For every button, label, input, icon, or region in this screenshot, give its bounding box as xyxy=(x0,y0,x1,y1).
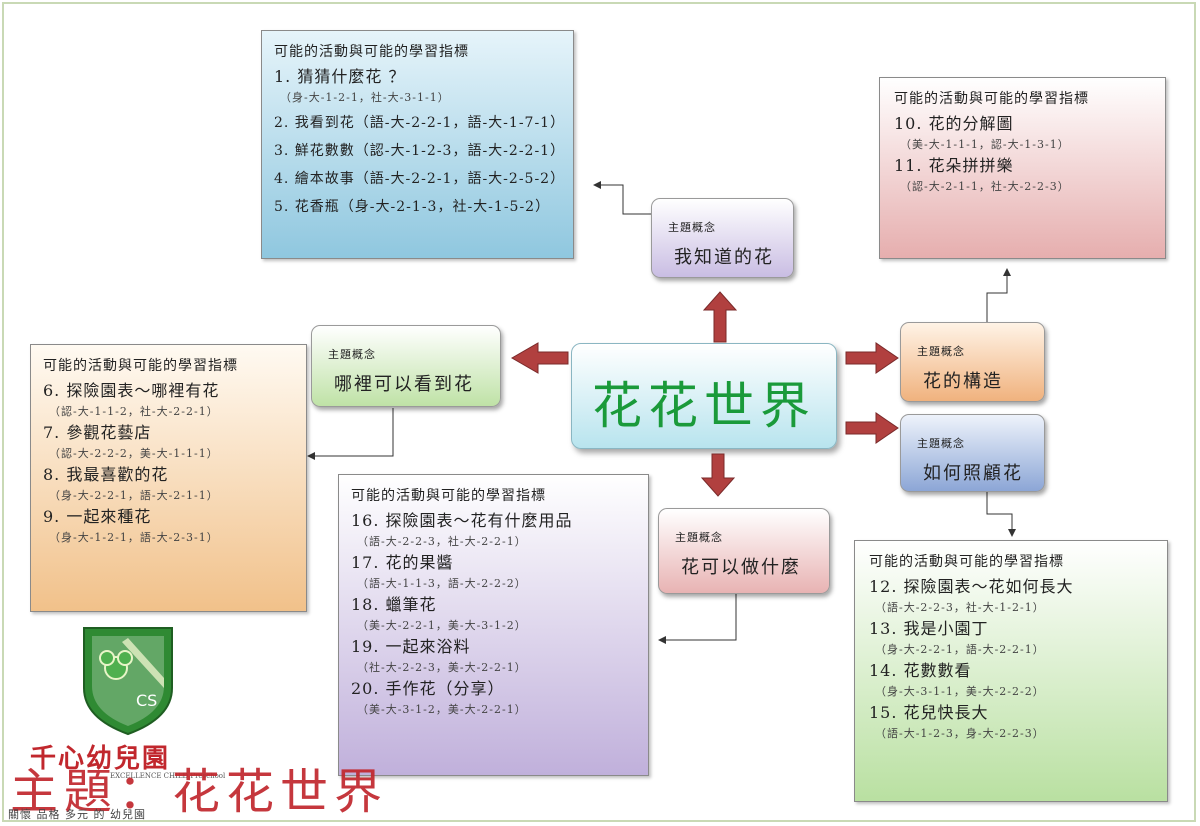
activities-box-bottom-right: 可能的活動與可能的學習指標 12. 探險園表～花如何長大 （語-大-2-2-3，… xyxy=(854,540,1168,802)
indicator-code: （身-大-3-1-1，美-大-2-2-2） xyxy=(875,685,1045,698)
indicator-code: （認-大-2-2-2，美-大-1-1-1） xyxy=(49,447,219,460)
concept-node-flower-uses: 主題概念 花可以做什麼 xyxy=(658,508,830,594)
indicator-code: （美-大-3-1-2，美-大-2-2-1） xyxy=(357,703,527,716)
concept-label: 主題概念 xyxy=(675,531,723,544)
indicator-code: （社-大-2-2-3，美-大-2-2-1） xyxy=(357,661,527,674)
concept-value: 我知道的花 xyxy=(674,247,774,268)
indicator-code: （美-大-2-2-1，美-大-3-1-2） xyxy=(357,619,527,632)
concept-label: 主題概念 xyxy=(328,348,376,361)
concept-node-where-flowers: 主題概念 哪裡可以看到花 xyxy=(311,325,501,407)
activity-item: 9. 一起來種花 xyxy=(43,507,152,526)
box-title: 可能的活動與可能的學習指標 xyxy=(894,91,1089,107)
indicator-code: （語-大-2-2-3，社-大-1-2-1） xyxy=(875,601,1045,614)
activity-item: 10. 花的分解圖 xyxy=(894,114,1014,133)
activities-box-left: 可能的活動與可能的學習指標 6. 探險園表～哪裡有花 （認-大-1-1-2，社-… xyxy=(30,344,307,612)
activity-item: 8. 我最喜歡的花 xyxy=(43,465,169,484)
indicator-code: （身-大-1-2-1，語-大-2-3-1） xyxy=(49,531,219,544)
indicator-code: （美-大-1-1-1，認-大-1-3-1） xyxy=(900,138,1070,151)
indicator-code: （身-大-1-2-1，社-大-3-1-1） xyxy=(280,91,450,104)
activity-item: 19. 一起來浴料 xyxy=(351,637,471,656)
activity-item: 17. 花的果醬 xyxy=(351,553,454,572)
box-title: 可能的活動與可能的學習指標 xyxy=(869,554,1064,570)
activity-item: 13. 我是小園丁 xyxy=(869,619,989,638)
concept-value: 花可以做什麼 xyxy=(681,557,801,578)
activity-item: 14. 花數數看 xyxy=(869,661,972,680)
activity-item: 3. 鮮花數數（認-大-1-2-3，語-大-2-2-1） xyxy=(274,143,566,159)
activity-item: 15. 花兒快長大 xyxy=(869,703,989,722)
center-node: 花花世界 xyxy=(571,343,837,449)
indicator-code: （認-大-2-1-1，社-大-2-2-3） xyxy=(900,180,1070,193)
activity-item: 16. 探險園表～花有什麼用品 xyxy=(351,511,573,530)
shield-letters: CS xyxy=(136,691,157,710)
box-title: 可能的活動與可能的學習指標 xyxy=(351,488,546,504)
activity-item: 20. 手作花（分享） xyxy=(351,679,505,698)
activity-item: 1. 猜猜什麼花 ？ xyxy=(274,67,406,86)
school-shield-logo: CS xyxy=(83,627,173,736)
center-title: 花花世界 xyxy=(592,377,816,435)
activity-item: 11. 花朵拼拼樂 xyxy=(894,156,1014,175)
activity-item: 18. 蠟筆花 xyxy=(351,595,437,614)
theme-banner: 主題：花花世界 xyxy=(10,764,389,820)
concept-node-care-flowers: 主題概念 如何照顧花 xyxy=(900,414,1045,492)
activities-box-top: 可能的活動與可能的學習指標 1. 猜猜什麼花 ？ （身-大-1-2-1，社-大-… xyxy=(261,30,574,259)
indicator-code: （語-大-1-2-3，身-大-2-2-3） xyxy=(875,727,1045,740)
concept-label: 主題概念 xyxy=(917,345,965,358)
activity-item: 5. 花香瓶（身-大-2-1-3，社-大-1-5-2） xyxy=(274,199,551,215)
indicator-code: （認-大-1-1-2，社-大-2-2-1） xyxy=(49,405,219,418)
indicator-code: （身-大-2-2-1，語-大-2-2-1） xyxy=(875,643,1045,656)
box-title: 可能的活動與可能的學習指標 xyxy=(43,358,238,374)
activities-box-right: 可能的活動與可能的學習指標 10. 花的分解圖 （美-大-1-1-1，認-大-1… xyxy=(879,77,1166,259)
box-title: 可能的活動與可能的學習指標 xyxy=(274,44,469,60)
activity-item: 2. 我看到花（語-大-2-2-1，語-大-1-7-1） xyxy=(274,115,566,131)
concept-value: 如何照顧花 xyxy=(923,463,1023,484)
activities-box-bottom: 可能的活動與可能的學習指標 16. 探險園表～花有什麼用品 （語-大-2-2-3… xyxy=(338,474,649,776)
concept-label: 主題概念 xyxy=(917,437,965,450)
school-name: 千心幼兒園 xyxy=(30,744,171,774)
concept-label: 主題概念 xyxy=(668,221,716,234)
concept-value: 哪裡可以看到花 xyxy=(334,374,474,395)
indicator-code: （語-大-1-1-3，語-大-2-2-2） xyxy=(357,577,527,590)
activity-item: 6. 探險園表～哪裡有花 xyxy=(43,381,220,400)
activity-item: 12. 探險園表～花如何長大 xyxy=(869,577,1074,596)
concept-node-flower-structure: 主題概念 花的構造 xyxy=(900,322,1045,402)
school-tagline: 關懷 品格 多元 的 幼兒園 xyxy=(8,808,146,821)
concept-node-known-flowers: 主題概念 我知道的花 xyxy=(651,198,794,278)
school-subtitle: EXCELLENCE CHILD Preschool xyxy=(110,772,226,780)
activity-item: 7. 參觀花藝店 xyxy=(43,423,152,442)
concept-value: 花的構造 xyxy=(923,371,1003,392)
indicator-code: （身-大-2-2-1，語-大-2-1-1） xyxy=(49,489,219,502)
activity-item: 4. 繪本故事（語-大-2-2-1，語-大-2-5-2） xyxy=(274,171,566,187)
indicator-code: （語-大-2-2-3，社-大-2-2-1） xyxy=(357,535,527,548)
